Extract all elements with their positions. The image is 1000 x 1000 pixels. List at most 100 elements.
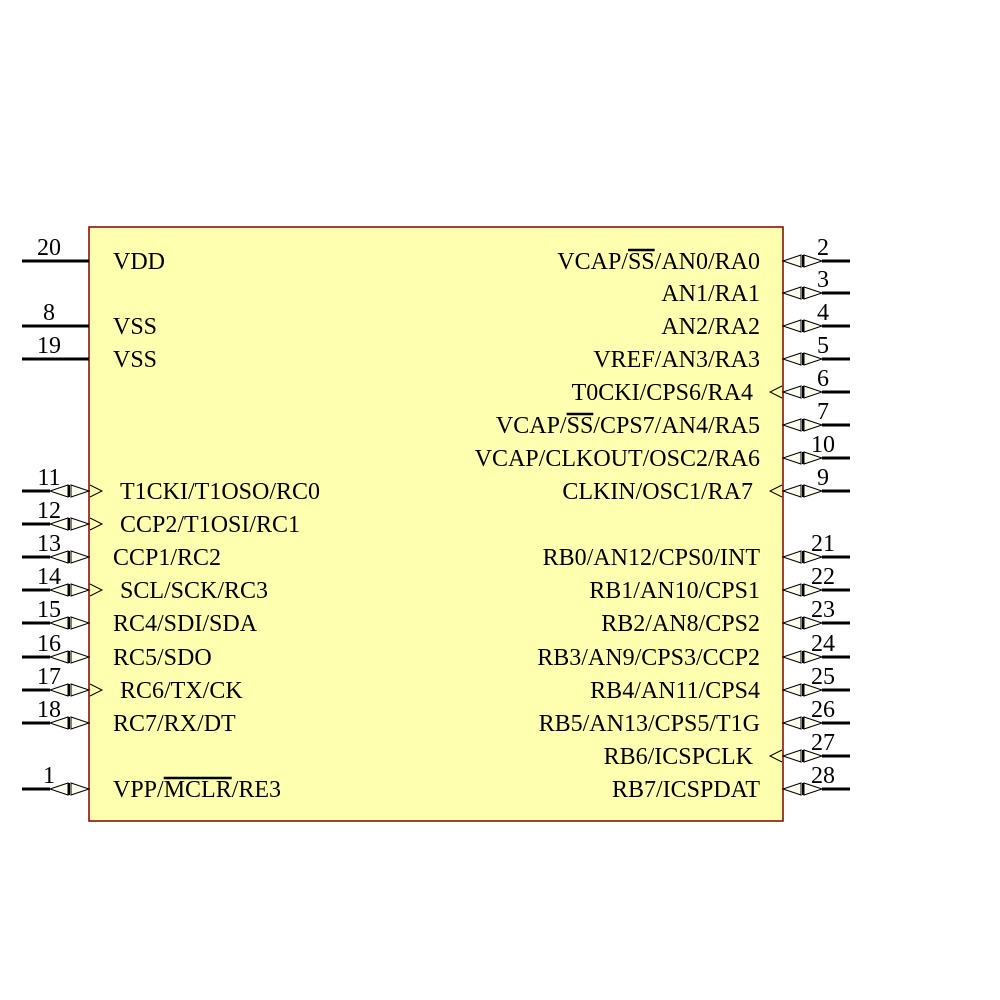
bidir-in-arrow-icon bbox=[70, 517, 91, 531]
pin-label: RB0/AN12/CPS0/INT bbox=[543, 545, 761, 571]
pin-label: RC5/SDO bbox=[113, 645, 212, 671]
pin-number: 9 bbox=[817, 465, 829, 491]
pin-number: 12 bbox=[37, 498, 61, 524]
pin-number: 3 bbox=[817, 267, 829, 293]
bidir-in-arrow-icon bbox=[70, 782, 91, 796]
bidir-in-arrow-icon bbox=[70, 683, 91, 697]
pin-number: 13 bbox=[37, 531, 61, 557]
bidir-in-arrow-icon bbox=[781, 451, 802, 465]
pin-label: VPP/MCLR/RE3 bbox=[113, 777, 281, 803]
pin-number: 26 bbox=[811, 697, 835, 723]
pin-label: VDD bbox=[113, 249, 165, 275]
pin-label: T1CKI/T1OSO/RC0 bbox=[120, 479, 320, 505]
input-arrow-icon bbox=[89, 517, 104, 531]
pin-label: RB6/ICSPCLK bbox=[604, 744, 754, 770]
pin-number: 27 bbox=[811, 730, 835, 756]
pin-label: RC4/SDI/SDA bbox=[113, 611, 258, 637]
input-arrow-icon bbox=[89, 484, 104, 498]
pin-label: AN1/RA1 bbox=[661, 281, 760, 307]
pin-number: 16 bbox=[37, 631, 61, 657]
bidir-in-arrow-icon bbox=[781, 286, 802, 300]
bidir-in-arrow-icon bbox=[781, 254, 802, 268]
input-arrow-icon bbox=[768, 385, 783, 399]
pin-label: VCAP/CLKOUT/OSC2/RA6 bbox=[475, 446, 760, 472]
pin-label: VSS bbox=[113, 347, 157, 373]
input-arrow-icon bbox=[768, 484, 783, 498]
bidir-in-arrow-icon bbox=[781, 550, 802, 564]
pin-label: RB7/ICSPDAT bbox=[612, 777, 760, 803]
bidir-in-arrow-icon bbox=[781, 650, 802, 664]
bidir-in-arrow-icon bbox=[70, 484, 91, 498]
pin-number: 22 bbox=[811, 564, 835, 590]
pin-number: 7 bbox=[817, 399, 829, 425]
bidir-in-arrow-icon bbox=[70, 650, 91, 664]
left-pin-group: 20VDD8VSS19VSS11T1CKI/T1OSO/RC012CCP2/T1… bbox=[22, 235, 320, 803]
pin-number: 14 bbox=[37, 564, 61, 590]
ic-body[interactable] bbox=[88, 226, 784, 822]
input-arrow-icon bbox=[768, 749, 783, 763]
bidir-in-arrow-icon bbox=[781, 583, 802, 597]
pin-label: AN2/RA2 bbox=[661, 314, 760, 340]
bidir-in-arrow-icon bbox=[781, 749, 802, 763]
pin-label: RB3/AN9/CPS3/CCP2 bbox=[537, 645, 760, 671]
pin-label: RB5/AN13/CPS5/T1G bbox=[539, 711, 760, 737]
pin-number: 25 bbox=[811, 664, 835, 690]
bidir-in-arrow-icon bbox=[70, 616, 91, 630]
pin-label: CCP1/RC2 bbox=[113, 545, 221, 571]
bidir-in-arrow-icon bbox=[781, 683, 802, 697]
bidir-in-arrow-icon bbox=[781, 352, 802, 366]
bidir-in-arrow-icon bbox=[781, 385, 802, 399]
pin-number: 11 bbox=[37, 465, 60, 491]
bidir-in-arrow-icon bbox=[70, 716, 91, 730]
pin-label: RB4/AN11/CPS4 bbox=[590, 678, 760, 704]
pin-number: 17 bbox=[37, 664, 61, 690]
pin-number: 1 bbox=[43, 763, 55, 789]
pin-label: VCAP/SS/CPS7/AN4/RA5 bbox=[496, 413, 760, 439]
bidir-in-arrow-icon bbox=[70, 583, 91, 597]
right-pin-group: 2VCAP/SS/AN0/RA03AN1/RA14AN2/RA25VREF/AN… bbox=[475, 235, 850, 803]
bidir-in-arrow-icon bbox=[781, 782, 802, 796]
pin-number: 8 bbox=[43, 300, 55, 326]
bidir-in-arrow-icon bbox=[70, 550, 91, 564]
input-arrow-icon bbox=[89, 683, 104, 697]
input-arrow-icon bbox=[89, 583, 104, 597]
pin-number: 20 bbox=[37, 235, 61, 261]
pin-number: 19 bbox=[37, 333, 61, 359]
pin-number: 28 bbox=[811, 763, 835, 789]
pin-label: RB1/AN10/CPS1 bbox=[589, 578, 760, 604]
pin-number: 10 bbox=[811, 432, 835, 458]
pin-number: 21 bbox=[811, 531, 835, 557]
pin-number: 23 bbox=[811, 597, 835, 623]
pin-label: CCP2/T1OSI/RC1 bbox=[120, 512, 300, 538]
pin-label: RB2/AN8/CPS2 bbox=[601, 611, 760, 637]
